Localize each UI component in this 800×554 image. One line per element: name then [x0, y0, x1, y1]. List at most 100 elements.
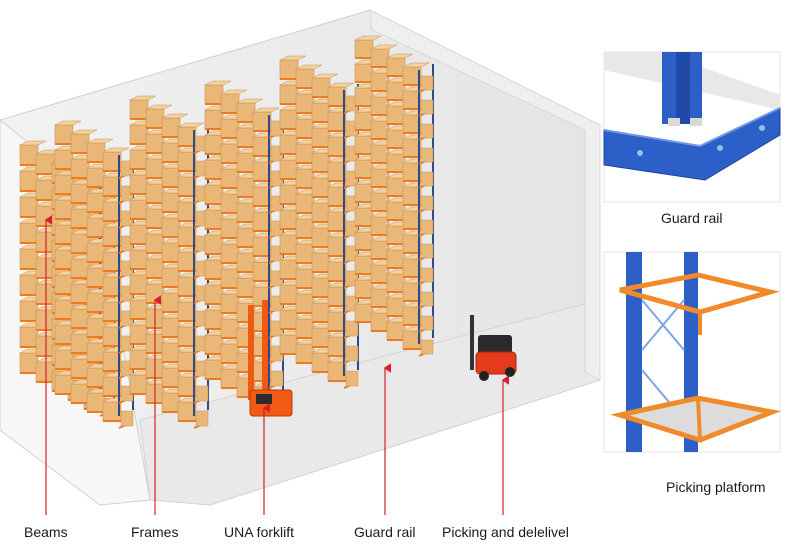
picking-platform-inset-caption: Picking platform: [666, 479, 766, 495]
pallet-box: [386, 297, 406, 317]
pallet-box: [220, 293, 240, 314]
pallet-box: [129, 124, 149, 145]
pallet-box: [370, 216, 390, 236]
pallet-box: [354, 111, 374, 131]
pallet-box: [270, 370, 284, 387]
pallet-box: [204, 359, 224, 380]
pallet-box: [311, 277, 331, 298]
pallet-box: [279, 134, 299, 155]
pallet-box: [19, 300, 39, 322]
pallet-box: [220, 243, 240, 264]
pallet-box: [35, 309, 55, 331]
pallet-box: [54, 174, 74, 195]
pallet-box: [129, 249, 149, 270]
pallet-box: [420, 171, 434, 187]
pallet-box: [345, 345, 359, 362]
pallet-box: [70, 258, 90, 279]
pallet-box: [311, 252, 331, 273]
rack-row: [129, 95, 209, 429]
pallet-box: [420, 99, 434, 115]
pallet-box: [420, 219, 434, 235]
pallet-box: [311, 352, 331, 373]
pallet-box: [70, 333, 90, 354]
pallet-box: [354, 255, 374, 275]
guard-rail-inset-caption: Guard rail: [661, 210, 723, 226]
pallet-box: [220, 193, 240, 214]
pallet-box: [161, 342, 181, 363]
callout-beams: Beams: [24, 524, 68, 540]
pallet-box: [354, 303, 374, 323]
pallet-box: [129, 149, 149, 170]
pallet-box-top: [386, 53, 414, 59]
pallet-box: [311, 77, 331, 98]
pallet-box: [161, 242, 181, 263]
pallet-box: [54, 199, 74, 220]
pallet-box-top: [102, 147, 130, 153]
pallet-box: [236, 277, 256, 298]
pallet-box: [370, 96, 390, 116]
pallet-box: [86, 192, 106, 213]
pallet-box: [204, 109, 224, 130]
pallet-box: [19, 248, 39, 270]
pallet-box-top: [327, 82, 355, 88]
pallet-box: [204, 234, 224, 255]
platform-lower: [610, 395, 782, 443]
pallet-box: [386, 249, 406, 269]
pallet-box: [35, 283, 55, 305]
pallet-box: [386, 81, 406, 101]
pallet-box: [279, 284, 299, 305]
pallet-box: [345, 370, 359, 387]
pallet-box: [145, 158, 165, 179]
picking-platform-inset: [603, 251, 782, 453]
pallet-box: [220, 343, 240, 364]
pallet-box-top: [70, 129, 98, 135]
pallet-box: [220, 318, 240, 339]
pallet-box: [354, 183, 374, 203]
pallet-box: [311, 177, 331, 198]
rack-row: [354, 35, 434, 357]
callout-guard-rail: Guard rail: [354, 524, 416, 540]
pallet-box: [161, 142, 181, 163]
pallet-box: [279, 334, 299, 355]
pallet-box-top: [220, 89, 248, 95]
pallet-box: [70, 158, 90, 179]
pallet-box: [354, 231, 374, 251]
pallet-box: [279, 309, 299, 330]
pallet-box: [295, 93, 315, 114]
pallet-box: [19, 274, 39, 296]
pallet-box: [161, 267, 181, 288]
pallet-box: [54, 349, 74, 370]
pallet-box: [354, 135, 374, 155]
pallet-box: [386, 105, 406, 125]
platform-upright-left: [626, 252, 642, 452]
pallet-box: [86, 292, 106, 313]
pallet-box: [311, 202, 331, 223]
pallet-box: [420, 339, 434, 355]
pallet-box-top: [161, 113, 189, 119]
pallet-box: [70, 233, 90, 254]
pallet-box: [311, 302, 331, 323]
pallet-box: [195, 410, 209, 427]
pallet-box: [70, 383, 90, 404]
pallet-box: [195, 385, 209, 402]
forklift-wheel: [505, 367, 515, 377]
pallet-box: [35, 205, 55, 227]
forklift-mast: [470, 315, 474, 370]
rack-row: [204, 80, 284, 414]
pallet-box: [35, 231, 55, 253]
pallet-box: [54, 149, 74, 170]
pallet-box: [220, 93, 240, 114]
pallet-box: [354, 159, 374, 179]
pallet-box: [86, 217, 106, 238]
pallet-box: [220, 143, 240, 164]
pallet-box: [35, 179, 55, 201]
pallet-box: [70, 358, 90, 379]
pallet-box: [70, 208, 90, 229]
pallet-box: [370, 48, 390, 68]
pallet-box: [204, 159, 224, 180]
pallet-box: [370, 72, 390, 92]
pallet-box: [295, 193, 315, 214]
pallet-box-top: [370, 44, 398, 50]
pallet-box: [295, 318, 315, 339]
pallet-box: [204, 84, 224, 105]
